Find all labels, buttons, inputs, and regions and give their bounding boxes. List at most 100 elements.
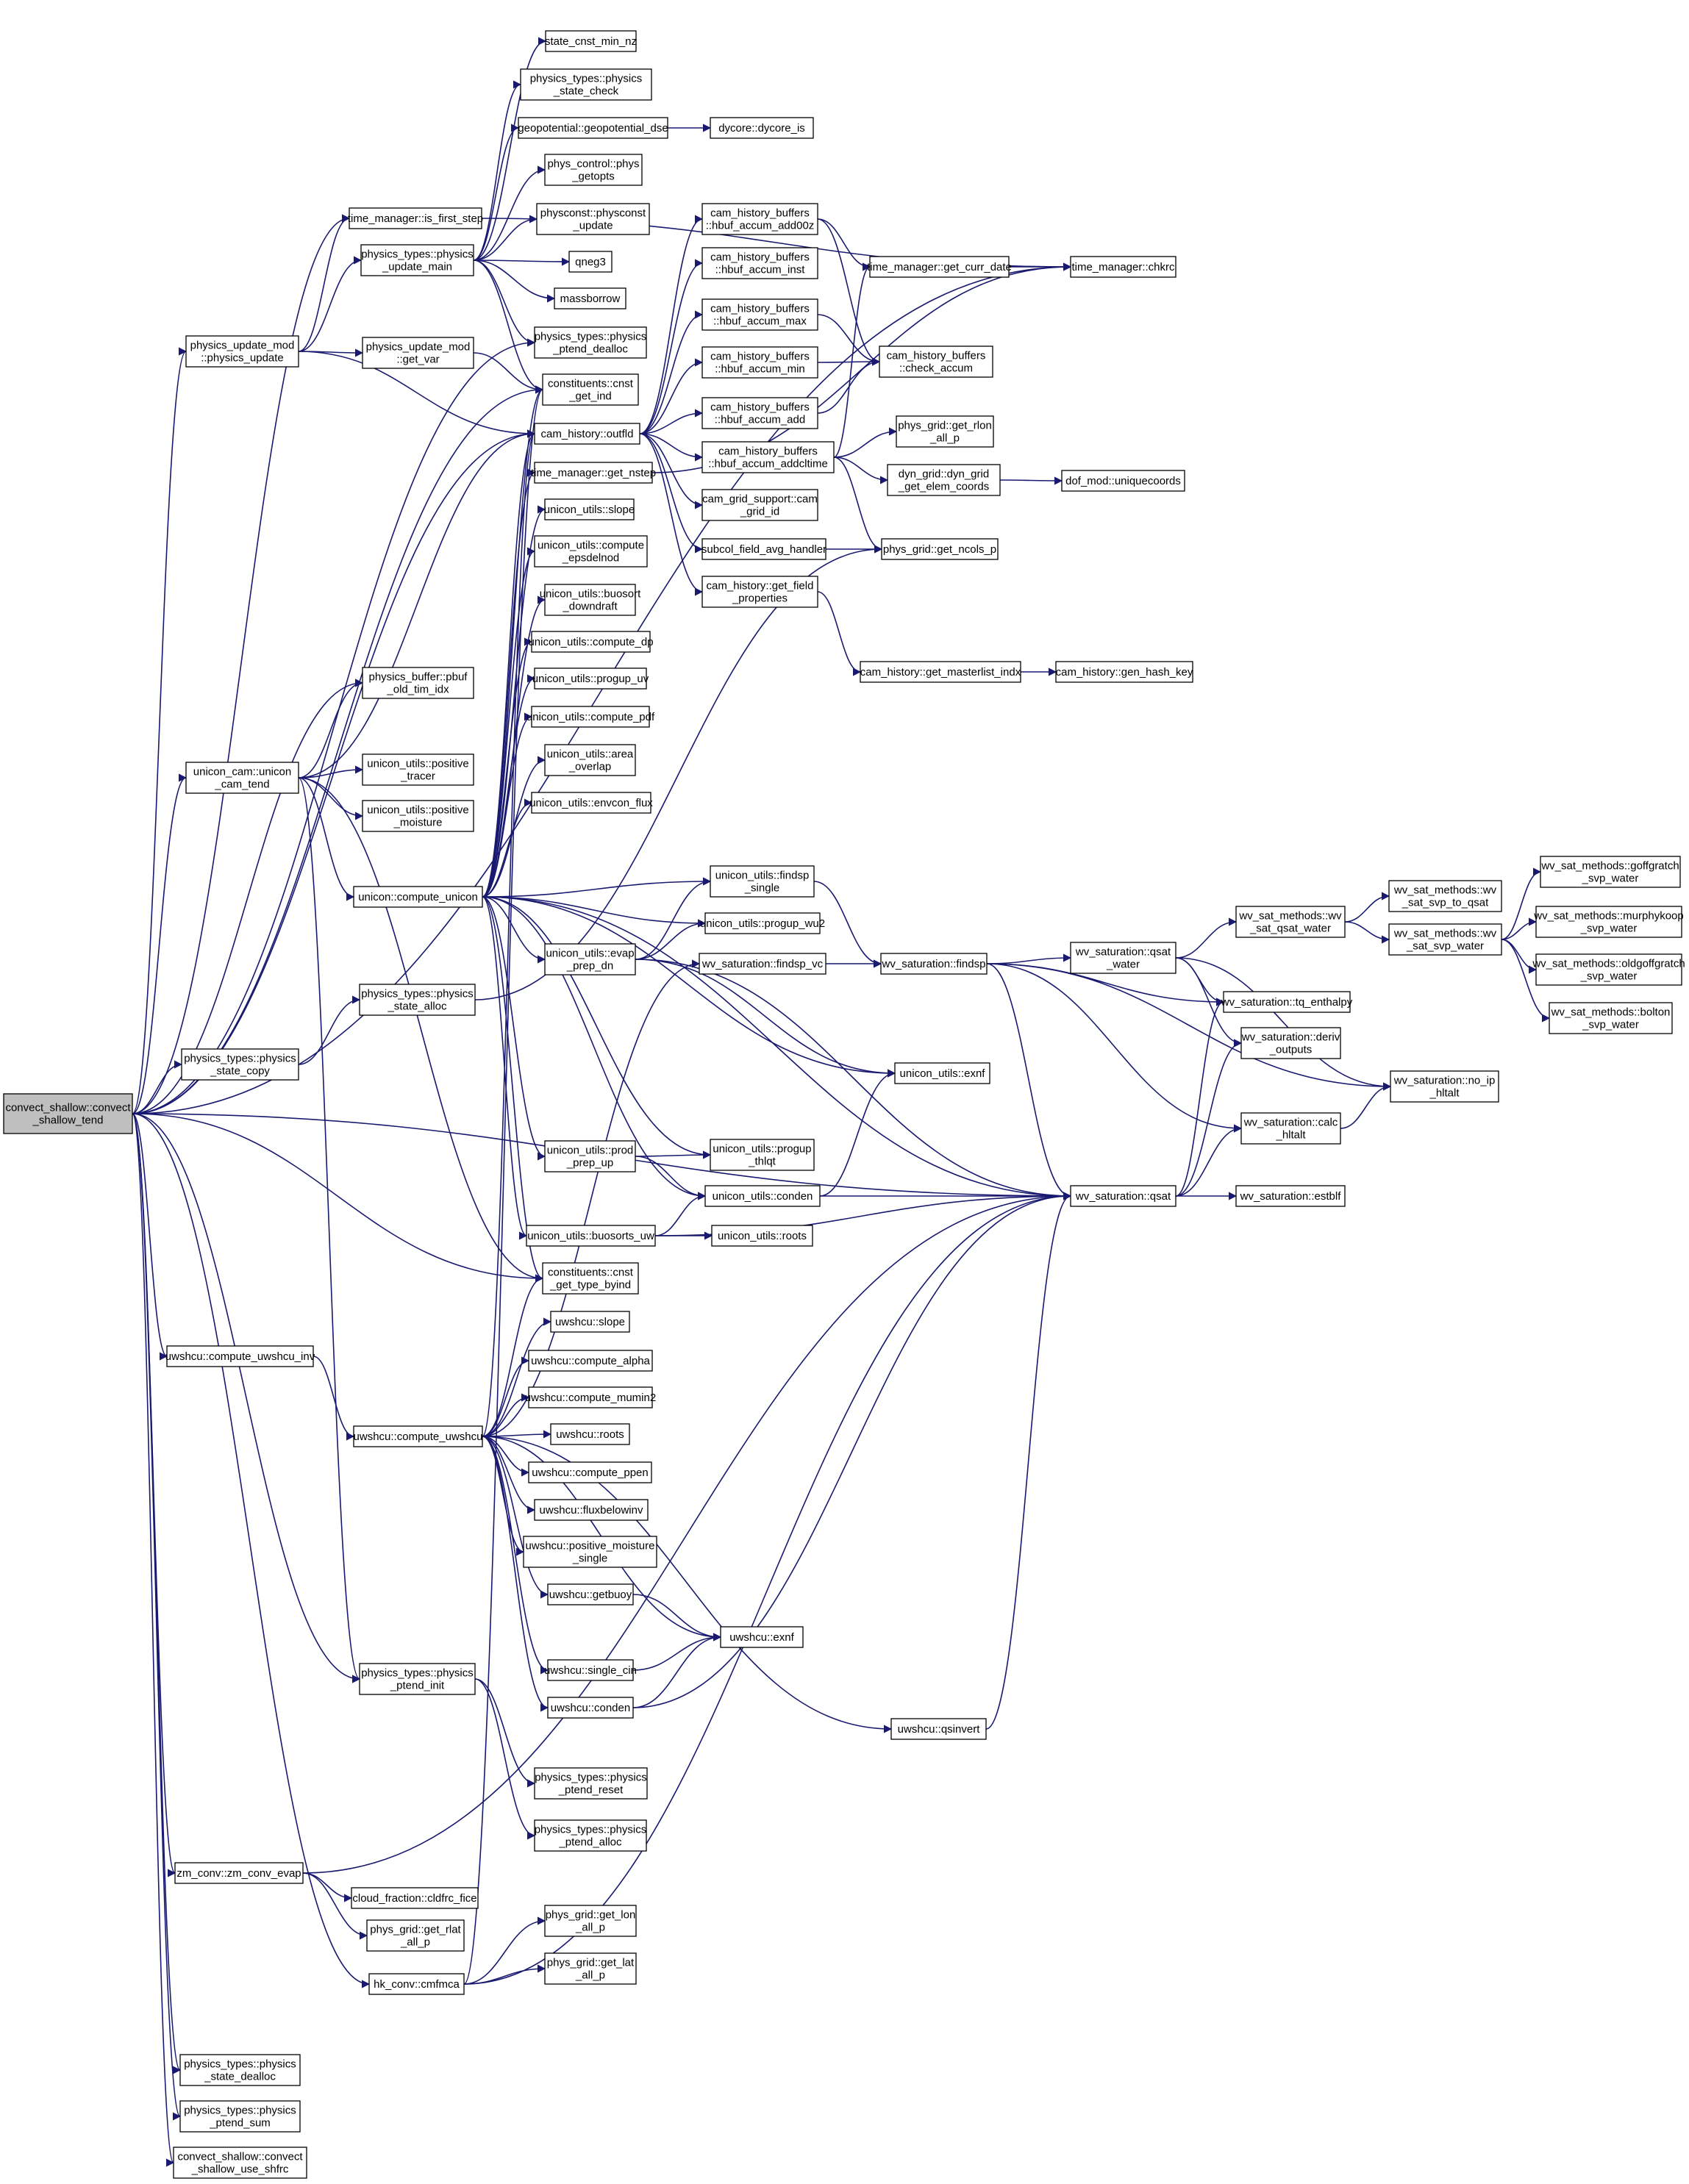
graph-node[interactable]: cam_history_buffers::hbuf_accum_add00z bbox=[701, 203, 818, 235]
graph-node[interactable]: unicon_utils::conden bbox=[704, 1185, 821, 1207]
graph-node[interactable]: wv_saturation::qsat_water bbox=[1070, 942, 1176, 974]
graph-node[interactable]: physics_types::physics_state_check bbox=[520, 68, 652, 101]
graph-node[interactable]: unicon_utils::compute_pdf bbox=[526, 706, 655, 728]
graph-node[interactable]: unicon_utils::area_overlap bbox=[544, 744, 636, 776]
graph-node[interactable]: physics_types::physics_state_dealloc bbox=[179, 2054, 301, 2086]
graph-node[interactable]: cam_history::gen_hash_key bbox=[1055, 661, 1193, 683]
graph-node[interactable]: unicon_utils::slope bbox=[544, 498, 635, 520]
graph-node[interactable]: unicon_utils::progup_uv bbox=[532, 667, 649, 690]
graph-node[interactable]: dof_mod::uniquecoords bbox=[1061, 470, 1185, 492]
graph-node[interactable]: uwshcu::fluxbelowinv bbox=[534, 1499, 649, 1521]
graph-node[interactable]: cam_history_buffers::hbuf_accum_addcltim… bbox=[701, 441, 835, 473]
graph-node[interactable]: wv_sat_methods::wv_sat_qsat_water bbox=[1235, 906, 1346, 938]
graph-node[interactable]: physics_types::physics_ptend_sum bbox=[179, 2100, 301, 2133]
graph-node[interactable]: time_manager::get_nstep bbox=[531, 462, 656, 484]
graph-node[interactable]: convect_shallow::convect_shallow_tend bbox=[3, 1093, 133, 1134]
graph-node[interactable]: physics_types::physics_ptend_init bbox=[359, 1663, 476, 1695]
graph-node[interactable]: wv_sat_methods::bolton_svp_water bbox=[1549, 1002, 1673, 1034]
graph-node[interactable]: phys_grid::get_rlon_all_p bbox=[896, 415, 994, 448]
graph-node[interactable]: cam_history_buffers::hbuf_accum_add bbox=[701, 397, 818, 429]
graph-node[interactable]: uwshcu::slope bbox=[550, 1311, 630, 1333]
graph-node[interactable]: constituents::cnst_get_ind bbox=[542, 373, 639, 406]
graph-node[interactable]: physics_types::physics_ptend_alloc bbox=[534, 1819, 647, 1852]
graph-node[interactable]: unicon_utils::exnf bbox=[894, 1062, 990, 1084]
graph-node[interactable]: convect_shallow::convect_shallow_use_shf… bbox=[173, 2147, 307, 2179]
graph-node[interactable]: phys_grid::get_lon_all_p bbox=[544, 1905, 637, 1937]
graph-node[interactable]: state_cnst_min_nz bbox=[545, 30, 637, 52]
graph-node[interactable]: uwshcu::conden bbox=[547, 1697, 634, 1719]
graph-node[interactable]: physics_buffer::pbuf_old_tim_idx bbox=[362, 667, 474, 699]
graph-node[interactable]: unicon_utils::prod_prep_up bbox=[544, 1140, 636, 1172]
graph-node[interactable]: phys_control::phys_getopts bbox=[544, 154, 643, 186]
graph-node[interactable]: phys_grid::get_ncols_p bbox=[881, 538, 999, 560]
graph-node[interactable]: uwshcu::single_cin bbox=[544, 1659, 637, 1681]
graph-node[interactable]: cam_grid_support::cam_grid_id bbox=[701, 489, 818, 521]
graph-node[interactable]: unicon_cam::unicon_cam_tend bbox=[185, 762, 299, 794]
graph-node[interactable]: phys_grid::get_rlat_all_p bbox=[366, 1919, 465, 1952]
graph-node[interactable]: unicon_utils::findsp_single bbox=[710, 865, 815, 898]
graph-node[interactable]: zm_conv::zm_conv_evap bbox=[174, 1862, 304, 1884]
graph-node[interactable]: wv_saturation::findsp_vc bbox=[699, 953, 826, 975]
graph-node[interactable]: uwshcu::positive_moisture_single bbox=[523, 1536, 657, 1568]
graph-node[interactable]: physconst::physconst_update bbox=[536, 203, 650, 235]
graph-node[interactable]: dyn_grid::dyn_grid_get_elem_coords bbox=[887, 464, 1001, 496]
graph-node[interactable]: wv_sat_methods::oldgoffgratch_svp_water bbox=[1532, 953, 1685, 986]
graph-node[interactable]: uwshcu::compute_ppen bbox=[528, 1461, 652, 1483]
graph-node[interactable]: unicon_utils::positive_moisture bbox=[362, 800, 474, 832]
graph-node[interactable]: geopotential::geopotential_dse bbox=[518, 117, 668, 139]
graph-node[interactable]: physics_types::physics_state_alloc bbox=[359, 984, 476, 1016]
graph-node[interactable]: cam_history_buffers::check_accum bbox=[879, 345, 993, 378]
graph-node[interactable]: wv_saturation::deriv_outputs bbox=[1240, 1027, 1341, 1059]
graph-node[interactable]: time_manager::chkrc bbox=[1070, 256, 1176, 278]
graph-node[interactable]: wv_saturation::no_ip_hltalt bbox=[1390, 1070, 1499, 1103]
graph-node[interactable]: wv_sat_methods::murphykoop_svp_water bbox=[1533, 906, 1684, 938]
graph-node[interactable]: uwshcu::compute_alpha bbox=[528, 1350, 653, 1372]
graph-node[interactable]: wv_sat_methods::goffgratch_svp_water bbox=[1540, 856, 1681, 888]
graph-node[interactable]: wv_saturation::qsat bbox=[1070, 1185, 1176, 1207]
graph-node[interactable]: uwshcu::getbuoy bbox=[547, 1583, 634, 1605]
graph-node[interactable]: physics_types::physics_state_copy bbox=[181, 1048, 299, 1081]
graph-node[interactable]: unicon_utils::evap_prep_dn bbox=[544, 943, 636, 975]
graph-node[interactable]: uwshcu::compute_uwshcu_inv bbox=[165, 1345, 315, 1367]
graph-node[interactable]: phys_grid::get_lat_all_p bbox=[544, 1952, 637, 1985]
graph-node[interactable]: unicon_utils::compute_dp bbox=[528, 631, 654, 653]
graph-node[interactable]: unicon_utils::buosort_downdraft bbox=[540, 584, 641, 616]
graph-node[interactable]: uwshcu::compute_mumin2 bbox=[525, 1386, 656, 1408]
graph-node[interactable]: wv_saturation::findsp bbox=[880, 953, 988, 975]
graph-node[interactable]: cam_history::get_masterlist_indx bbox=[860, 661, 1021, 683]
graph-node[interactable]: wv_saturation::calc_hltalt bbox=[1240, 1112, 1341, 1145]
graph-node[interactable]: unicon_utils::positive_tracer bbox=[362, 753, 474, 786]
graph-node[interactable]: unicon::compute_unicon bbox=[353, 886, 483, 908]
graph-node[interactable]: physics_update_mod::physics_update bbox=[185, 335, 299, 368]
graph-node[interactable]: uwshcu::exnf bbox=[720, 1626, 804, 1648]
graph-node[interactable]: cam_history_buffers::hbuf_accum_inst bbox=[701, 247, 818, 279]
graph-node[interactable]: dycore::dycore_is bbox=[710, 117, 814, 139]
graph-node[interactable]: unicon_utils::progup_thlqt bbox=[710, 1139, 815, 1171]
graph-node[interactable]: wv_saturation::tq_enthalpy bbox=[1221, 991, 1353, 1013]
graph-node[interactable]: cam_history::get_field_properties bbox=[701, 576, 818, 608]
graph-node[interactable]: physics_types::physics_update_main bbox=[360, 244, 474, 276]
graph-node[interactable]: unicon_utils::buosorts_uw bbox=[526, 1225, 656, 1247]
graph-node[interactable]: time_manager::get_curr_date bbox=[867, 256, 1012, 278]
graph-node[interactable]: unicon_utils::roots bbox=[711, 1225, 813, 1247]
graph-node[interactable]: physics_types::physics_ptend_reset bbox=[534, 1767, 648, 1800]
graph-node[interactable]: uwshcu::roots bbox=[550, 1423, 630, 1445]
graph-node[interactable]: time_manager::is_first_step bbox=[348, 207, 483, 229]
graph-node[interactable]: uwshcu::compute_uwshcu bbox=[353, 1425, 483, 1447]
graph-node[interactable]: uwshcu::qsinvert bbox=[890, 1718, 987, 1740]
graph-node[interactable]: wv_sat_methods::wv_sat_svp_to_qsat bbox=[1388, 880, 1502, 912]
graph-node[interactable]: wv_saturation::estblf bbox=[1235, 1185, 1346, 1207]
graph-node[interactable]: hk_conv::cmfmca bbox=[368, 1973, 465, 1995]
graph-node[interactable]: cam_history_buffers::hbuf_accum_min bbox=[701, 346, 818, 379]
graph-node[interactable]: physics_types::physics_ptend_dealloc bbox=[534, 326, 647, 359]
graph-node[interactable]: unicon_utils::envcon_flux bbox=[529, 792, 653, 814]
graph-node[interactable]: unicon_utils::compute_epsdelnod bbox=[534, 535, 648, 568]
graph-node[interactable]: subcol_field_avg_handler bbox=[701, 538, 826, 560]
graph-node[interactable]: physics_update_mod::get_var bbox=[362, 337, 474, 369]
graph-node[interactable]: constituents::cnst_get_type_byind bbox=[542, 1262, 639, 1295]
graph-node[interactable]: massborrow bbox=[554, 287, 626, 309]
graph-node[interactable]: unicon_utils::progup_wu2 bbox=[700, 912, 825, 934]
graph-node[interactable]: cloud_fraction::cldfrc_fice bbox=[351, 1887, 479, 1909]
graph-node[interactable]: cam_history::outfld bbox=[534, 423, 640, 445]
graph-node[interactable]: cam_history_buffers::hbuf_accum_max bbox=[701, 298, 818, 331]
